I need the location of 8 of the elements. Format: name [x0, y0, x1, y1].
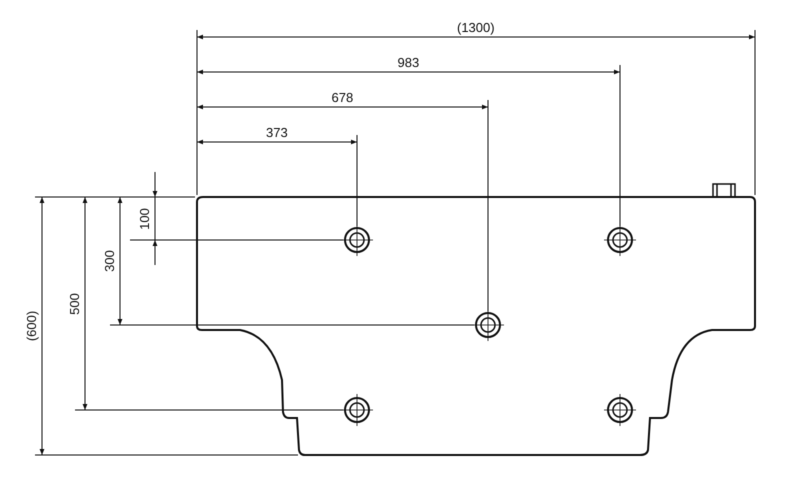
dimension-label: 373	[266, 126, 288, 140]
dimension-label: (1300)	[457, 21, 495, 35]
dimension-label: (600)	[25, 310, 40, 342]
dimension-label: 300	[102, 250, 117, 272]
dimension-label: 983	[398, 56, 420, 70]
dimension-label: 100	[138, 208, 152, 230]
dimension-label: 678	[332, 91, 354, 105]
dimension-label: 500	[68, 292, 82, 314]
